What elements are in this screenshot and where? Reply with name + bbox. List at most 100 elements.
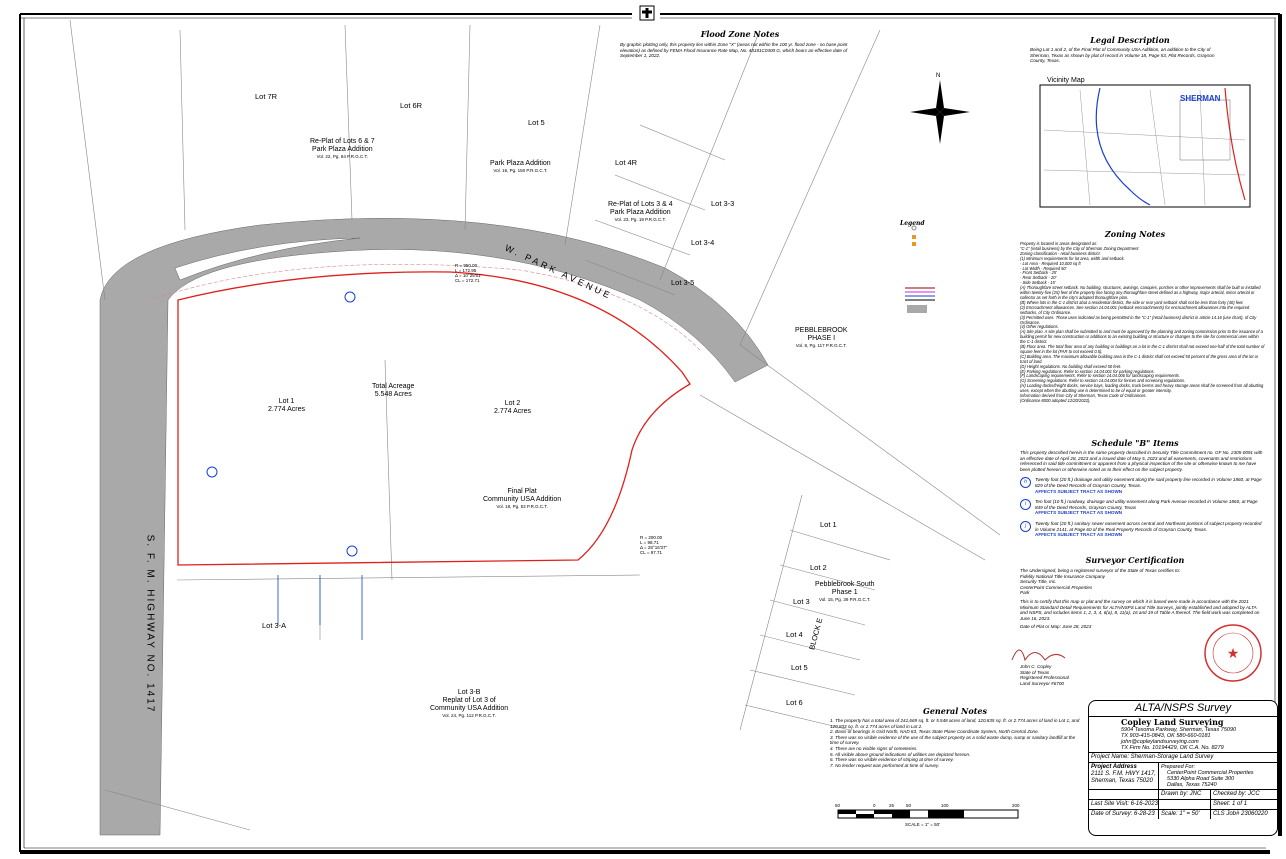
- date-of-survey: Date of Survey: 6-28-23: [1089, 810, 1159, 819]
- company-name: Copley Land Surveying: [1121, 717, 1224, 727]
- lot-name: Lot 1: [278, 398, 295, 405]
- cert-line: Fidelity National Title Insurance Compan…: [1020, 573, 1105, 579]
- zoning-notes-text: Property is located in areas designated …: [1020, 241, 1265, 404]
- replat-sub: Park Plaza Addition: [609, 209, 671, 216]
- lot-3a-label: Lot 3-A: [262, 621, 287, 630]
- schedule-b-title: Schedule "B" Items: [1091, 438, 1179, 448]
- drawing-scale: Scale: 1" = 50': [1159, 810, 1211, 819]
- pbs-sub: Phase 1: [831, 589, 858, 596]
- cross-emblem-icon: [639, 5, 655, 21]
- curve-length: L = 98.71: [640, 540, 659, 545]
- note-line: - Side Setback - 15': [1020, 280, 1056, 286]
- legal-description-text: Being Lot 1 and 2, of the Final Plat of …: [1030, 47, 1215, 64]
- curve-length: L = 172.95: [455, 268, 477, 273]
- curve-radius: R = 950.00: [455, 263, 478, 268]
- scale-tick-100: 100: [941, 803, 949, 808]
- final-plat-title: Final Plat: [507, 488, 537, 495]
- project-name: Project Name: Sherman-Storage Land Surve…: [1091, 754, 1214, 760]
- property-boundary: [177, 271, 691, 566]
- sheet-frame: [19, 13, 1282, 854]
- note-line: "C-1" (retail business) by the City of S…: [1020, 245, 1139, 251]
- item-text: Ten foot (10 ft.) roadway, drainage and …: [1035, 499, 1258, 510]
- legend-symbols: [905, 225, 935, 313]
- project-address-line: 2111 S. F.M. HWY 1417,: [1091, 771, 1156, 777]
- lot-5-label: Lot 5: [528, 118, 545, 127]
- scale-tick-200: 200: [1012, 803, 1020, 808]
- signer-line: Land Surveyor #6700: [1020, 680, 1064, 686]
- scale-label: SCALE = 1" = 50': [905, 822, 940, 827]
- item-callout: j: [1020, 520, 1031, 532]
- prepared-for-line: Dallas, Texas 75240: [1167, 782, 1217, 788]
- lot-3b-title: Replat of Lot 3 of: [442, 697, 496, 704]
- curve-chord: CL = 97.71: [640, 550, 662, 555]
- note-line: (A) Site plan. A site plan shall be subm…: [1020, 329, 1263, 345]
- replat-title: Re-Plat of Lots 3 & 4: [608, 201, 673, 208]
- replat-ref: Vol. 22, Pg. 84 P.R.G.C.T.: [316, 154, 369, 159]
- note-line: (C) Building area. The maximum allowable…: [1020, 353, 1259, 364]
- item-note: AFFECTS SUBJECT TRACT AS SHOWN: [1035, 532, 1123, 538]
- note-line: - Lot Width - Required 50': [1020, 265, 1067, 271]
- job-number: CLS Job# 23060220: [1213, 811, 1268, 817]
- note-line: 2. Basis of bearings is Grid North, NAD …: [830, 729, 1039, 735]
- pebblebrook-title: PEBBLEBROOK: [795, 327, 848, 334]
- company-info: Copley Land Surveying 5904 Texoma Parkwa…: [1089, 716, 1277, 752]
- vicinity-city-label: SHERMAN: [1180, 94, 1221, 103]
- lot-name: Lot 3-B: [457, 689, 481, 696]
- cert-line: Security Title, Inc.: [1020, 579, 1057, 585]
- lot-3b-sub: Community USA Addition: [430, 705, 509, 712]
- replat-title: Re-Plat of Lots 6 & 7: [310, 138, 375, 145]
- sheet-number: Sheet: 1 of 1: [1213, 801, 1248, 807]
- curve-chord: CL = 172.71: [455, 278, 480, 283]
- lot-3-3-label: Lot 3-3: [711, 199, 735, 208]
- flood-zone-title: Flood Zone Notes: [700, 29, 780, 39]
- signer-line: State of Texas: [1020, 669, 1050, 675]
- signature: [1011, 649, 1066, 662]
- lot-3-5-label: Lot 3-5: [671, 278, 695, 287]
- item-note: AFFECTS SUBJECT TRACT AS SHOWN: [1035, 510, 1123, 516]
- company-email[interactable]: john@copleylandsurveying.com: [1121, 739, 1199, 745]
- note-line: (1) Minimum requirements for lot area, w…: [1020, 255, 1125, 261]
- general-notes-text: 1. The property has a total area of 241,…: [830, 718, 1080, 768]
- note-line: 4. There are no visible signs of cemeter…: [830, 745, 918, 751]
- final-plat-sub: Community USA Addition: [483, 496, 562, 503]
- north-arrow-icon: [910, 80, 970, 144]
- prepared-for-line: CenterPoint Commercial Properties: [1167, 770, 1254, 776]
- note-line: - Rear Setback - 20': [1020, 275, 1057, 281]
- project-address-line: Sherman, Texas 75020: [1091, 778, 1153, 784]
- lot-3-4-label: Lot 3-4: [691, 238, 715, 247]
- curve-delta: Δ = 10°25'51": [455, 273, 483, 278]
- south-lot-1: Lot 1: [820, 520, 837, 529]
- project-address-label: Project Address: [1091, 764, 1137, 770]
- note-line: - Lot Area - Required 10,000 sq ft: [1020, 260, 1081, 266]
- south-lot-6: Lot 6: [786, 698, 803, 707]
- prepared-for-label: Prepared For:: [1161, 764, 1195, 770]
- pbs-ref: Vol. 15, Pg. 39 P.R.G.C.T.: [819, 597, 871, 602]
- lot-lines: [69, 19, 1001, 831]
- company-firm: TX Firm No. 10194429, OK C.A. No. 8279: [1121, 745, 1224, 751]
- note-line: (H) Loading docks/freight docks, service…: [1020, 383, 1264, 394]
- legend-title: Legend: [900, 220, 925, 227]
- total-acres: 5.548 Acres: [374, 391, 412, 398]
- note-line: Information derived from City of Sherman…: [1020, 393, 1147, 399]
- company-phone: TX 903-415-0843, OK 580-660-0181: [1121, 733, 1211, 739]
- lot-7r-label: Lot 7R: [255, 92, 278, 101]
- note-line: 3. There was no visible evidence of the …: [830, 734, 1076, 746]
- total-title: Total Acreage: [372, 383, 415, 390]
- final-plat-ref: Vol. 18, Pg. 53 P.R.G.C.T.: [496, 504, 548, 509]
- median: [174, 237, 361, 281]
- note-line: (F) Landscaping requirements. Refer to s…: [1020, 373, 1180, 379]
- vicinity-map: [1039, 84, 1251, 208]
- note-line: (3) Permitted uses. Those uses indicated…: [1020, 314, 1257, 325]
- note-line: (A) Thoroughfare street setback. No buil…: [1020, 285, 1261, 300]
- legal-description-title: Legal Description: [1090, 35, 1170, 45]
- drawn-by: Drawn by: JNC: [1159, 790, 1211, 799]
- signer-line: Registered Professional: [1020, 675, 1069, 681]
